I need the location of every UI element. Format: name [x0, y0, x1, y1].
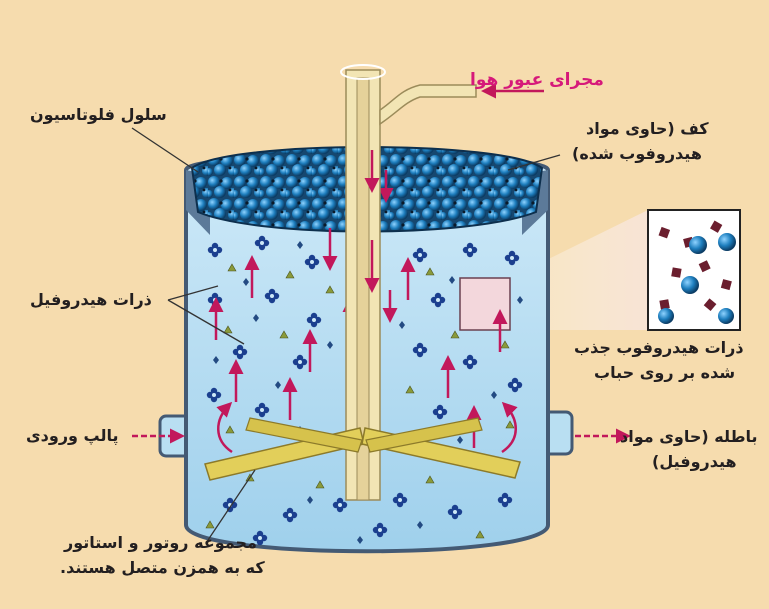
label-tailings-line2: هیدروفیل)	[652, 449, 737, 474]
label-rotor-line1: مجموعه روتور و استاتور	[64, 530, 257, 555]
label-rotor-line2: که به همزن متصل هستند.	[60, 555, 265, 580]
label-froth-line2: هیدروفوب شده)	[572, 141, 702, 166]
air-pipe	[380, 85, 476, 124]
label-hydrophilic-particles: ذرات هیدروفیل	[30, 287, 152, 312]
label-tailings-line1: باطله (حاوی مواد	[620, 424, 758, 449]
label-absorbed-line2: شده بر روی حباب	[594, 360, 735, 385]
label-air-passage: مجرای عبور هوا	[470, 68, 604, 93]
highlight-box	[460, 278, 510, 330]
label-absorbed-line1: ذرات هیدروفوب جذب	[574, 335, 744, 360]
label-feed-pulp: پالپ ورودی	[26, 423, 119, 448]
label-flotation-cell: سلول فلوتاسیون	[30, 102, 167, 127]
label-froth-line1: کف (حاوی مواد	[586, 116, 709, 141]
zoom-inset	[648, 210, 740, 330]
